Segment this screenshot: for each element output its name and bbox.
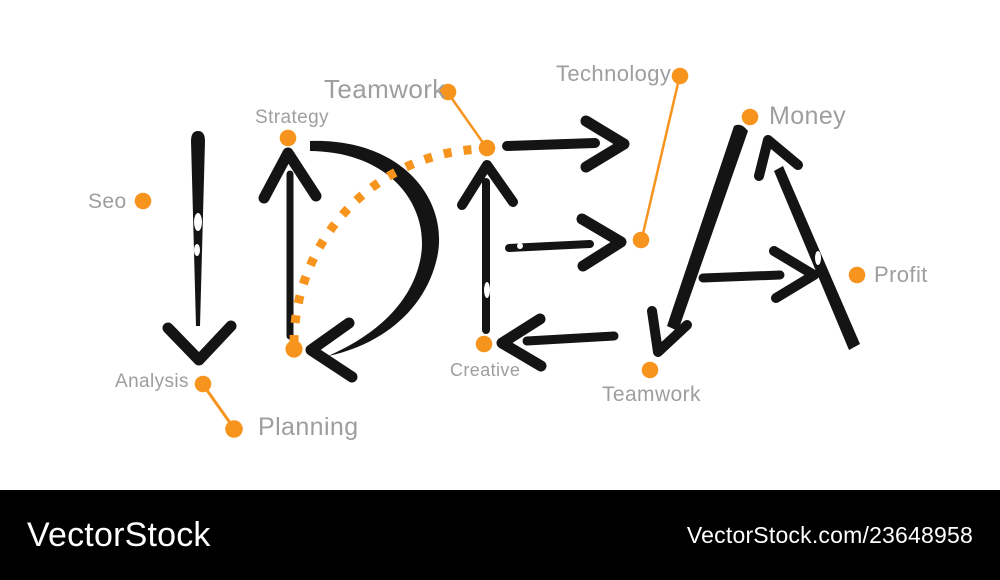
texture-speck <box>517 243 523 249</box>
watermark-bar: VectorStock VectorStock.com/23648958 <box>0 490 1000 580</box>
planning-dot <box>225 420 243 438</box>
vectorstock-credit-url: VectorStock.com/23648958 <box>686 521 973 548</box>
label-analysis: Analysis <box>115 371 189 392</box>
profit-dot <box>848 266 866 284</box>
letter-a-down-left-arrowhead <box>647 306 692 357</box>
dotted-curve-path <box>289 144 488 344</box>
vectorstock-logo-text: VectorStock <box>27 515 211 554</box>
letter-a-left-leg <box>667 124 748 332</box>
texture-speck <box>194 244 200 256</box>
letter-e-bottom-left-arrowhead <box>496 313 547 372</box>
letter-e-up-arrowhead <box>457 160 518 210</box>
label-seo: Seo <box>88 190 127 213</box>
seo-dot <box>134 192 152 210</box>
connector-group <box>202 78 681 428</box>
letter-i-down-arrowhead <box>162 320 237 366</box>
e-top-junction-dot <box>478 139 496 157</box>
idea-concept-illustration: Seo Strategy Teamwork Technology Money P… <box>88 61 928 441</box>
letter-e-top-right-arrowhead <box>580 115 630 173</box>
letter-d-arrow <box>258 140 440 383</box>
letter-e-bottom-arm-shaft <box>522 331 619 346</box>
technology-dot <box>671 67 689 85</box>
letter-a-arrow <box>647 124 860 357</box>
letter-a-crossbar-shaft <box>698 270 785 283</box>
letter-a-crossbar-right-arrowhead <box>769 246 819 303</box>
label-teamwork-bottom: Teamwork <box>602 383 701 406</box>
label-teamwork-top: Teamwork <box>324 74 446 104</box>
label-profit: Profit <box>874 262 928 287</box>
label-planning: Planning <box>258 413 359 441</box>
letter-d-up-arrowhead <box>258 147 322 204</box>
letter-e-arrow <box>457 115 630 372</box>
node-dot-group <box>134 67 866 438</box>
letter-d-bowl <box>310 140 440 356</box>
texture-speck <box>415 239 421 253</box>
label-money: Money <box>769 102 847 130</box>
label-technology: Technology <box>556 61 672 86</box>
letter-e-top-arm-shaft <box>502 138 600 151</box>
idea-arrow-word-graphic <box>134 67 866 438</box>
letter-a-up-arrowhead <box>754 135 803 181</box>
technology-connector-line <box>640 78 681 239</box>
texture-speck <box>484 282 490 298</box>
analysis-dot <box>194 375 212 393</box>
e-middle-junction-dot <box>632 231 650 249</box>
money-dot <box>741 108 759 126</box>
strategy-dot <box>279 129 297 147</box>
texture-speck <box>815 251 821 265</box>
letter-i-arrow <box>162 131 237 366</box>
letter-d-left-arrowhead <box>305 317 358 383</box>
letter-e-middle-right-arrowhead <box>576 213 627 272</box>
d-bottom-junction-dot <box>285 340 303 358</box>
label-strategy: Strategy <box>255 107 329 128</box>
teamwork-top-dot <box>439 83 457 101</box>
texture-speck <box>194 213 202 231</box>
teamwork-top-connector-line <box>446 92 488 148</box>
analysis-planning-connector-line <box>202 385 235 428</box>
label-creative: Creative <box>450 360 521 380</box>
creative-dot <box>475 335 493 353</box>
teamwork-bottom-dot <box>641 361 659 379</box>
